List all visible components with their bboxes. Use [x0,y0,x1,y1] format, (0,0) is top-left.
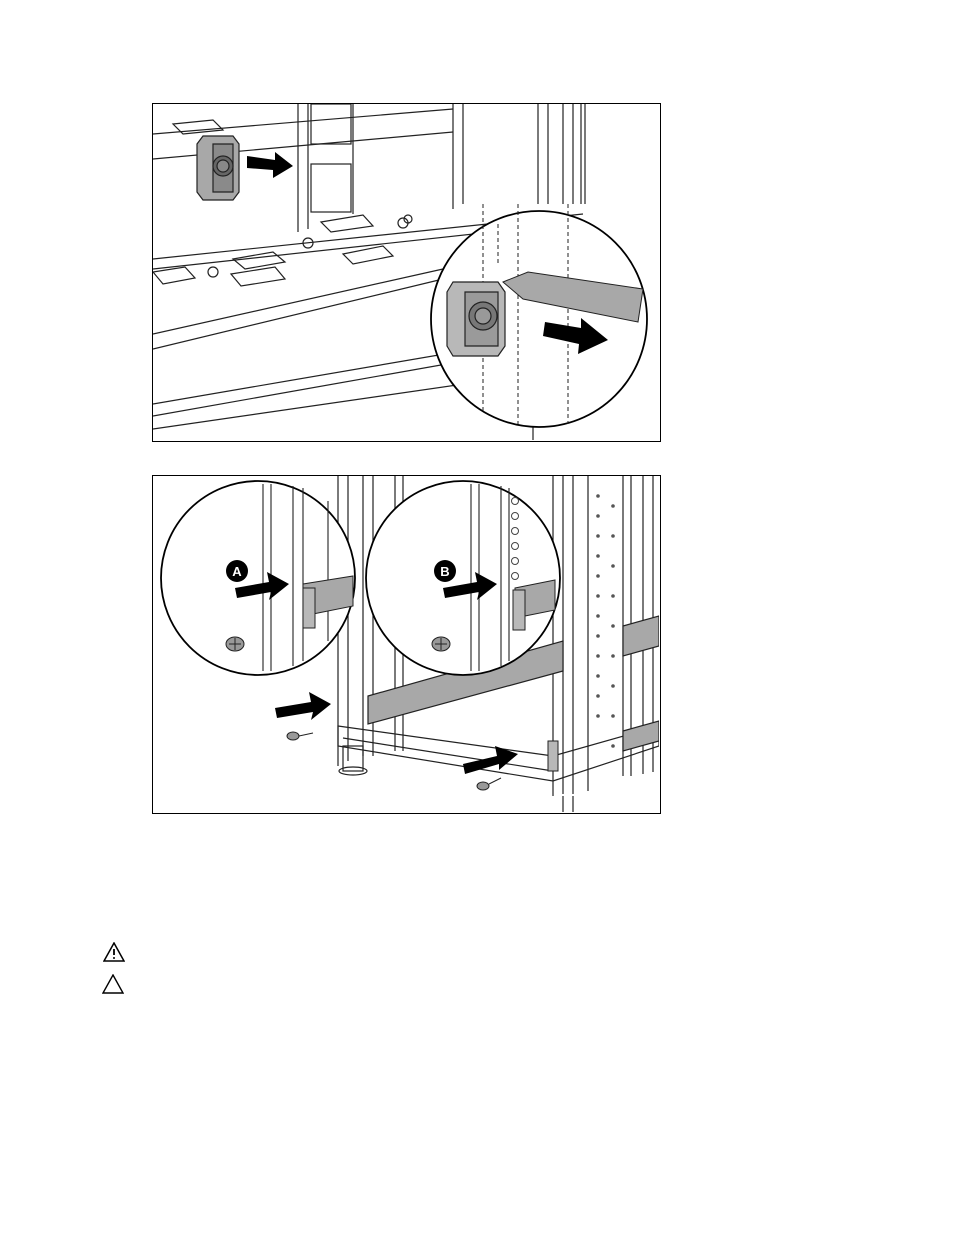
warning-triangle-icon [103,942,125,962]
caution-triangle-icon [102,974,124,994]
callout-b-label: B [440,564,449,579]
screw-icon [226,637,244,651]
cage-nut-illustration [153,104,659,440]
callout-a-label: A [232,564,242,579]
arrow-right-icon [275,692,331,720]
screw-icon [287,732,501,790]
cage-nut-removal-figure [152,103,661,442]
rail-illustration: A B [153,476,659,812]
arrow-right-icon [247,152,293,178]
cage-nut [197,136,239,200]
screw-icon [432,637,450,651]
rail-installation-figure: A B [152,475,661,814]
